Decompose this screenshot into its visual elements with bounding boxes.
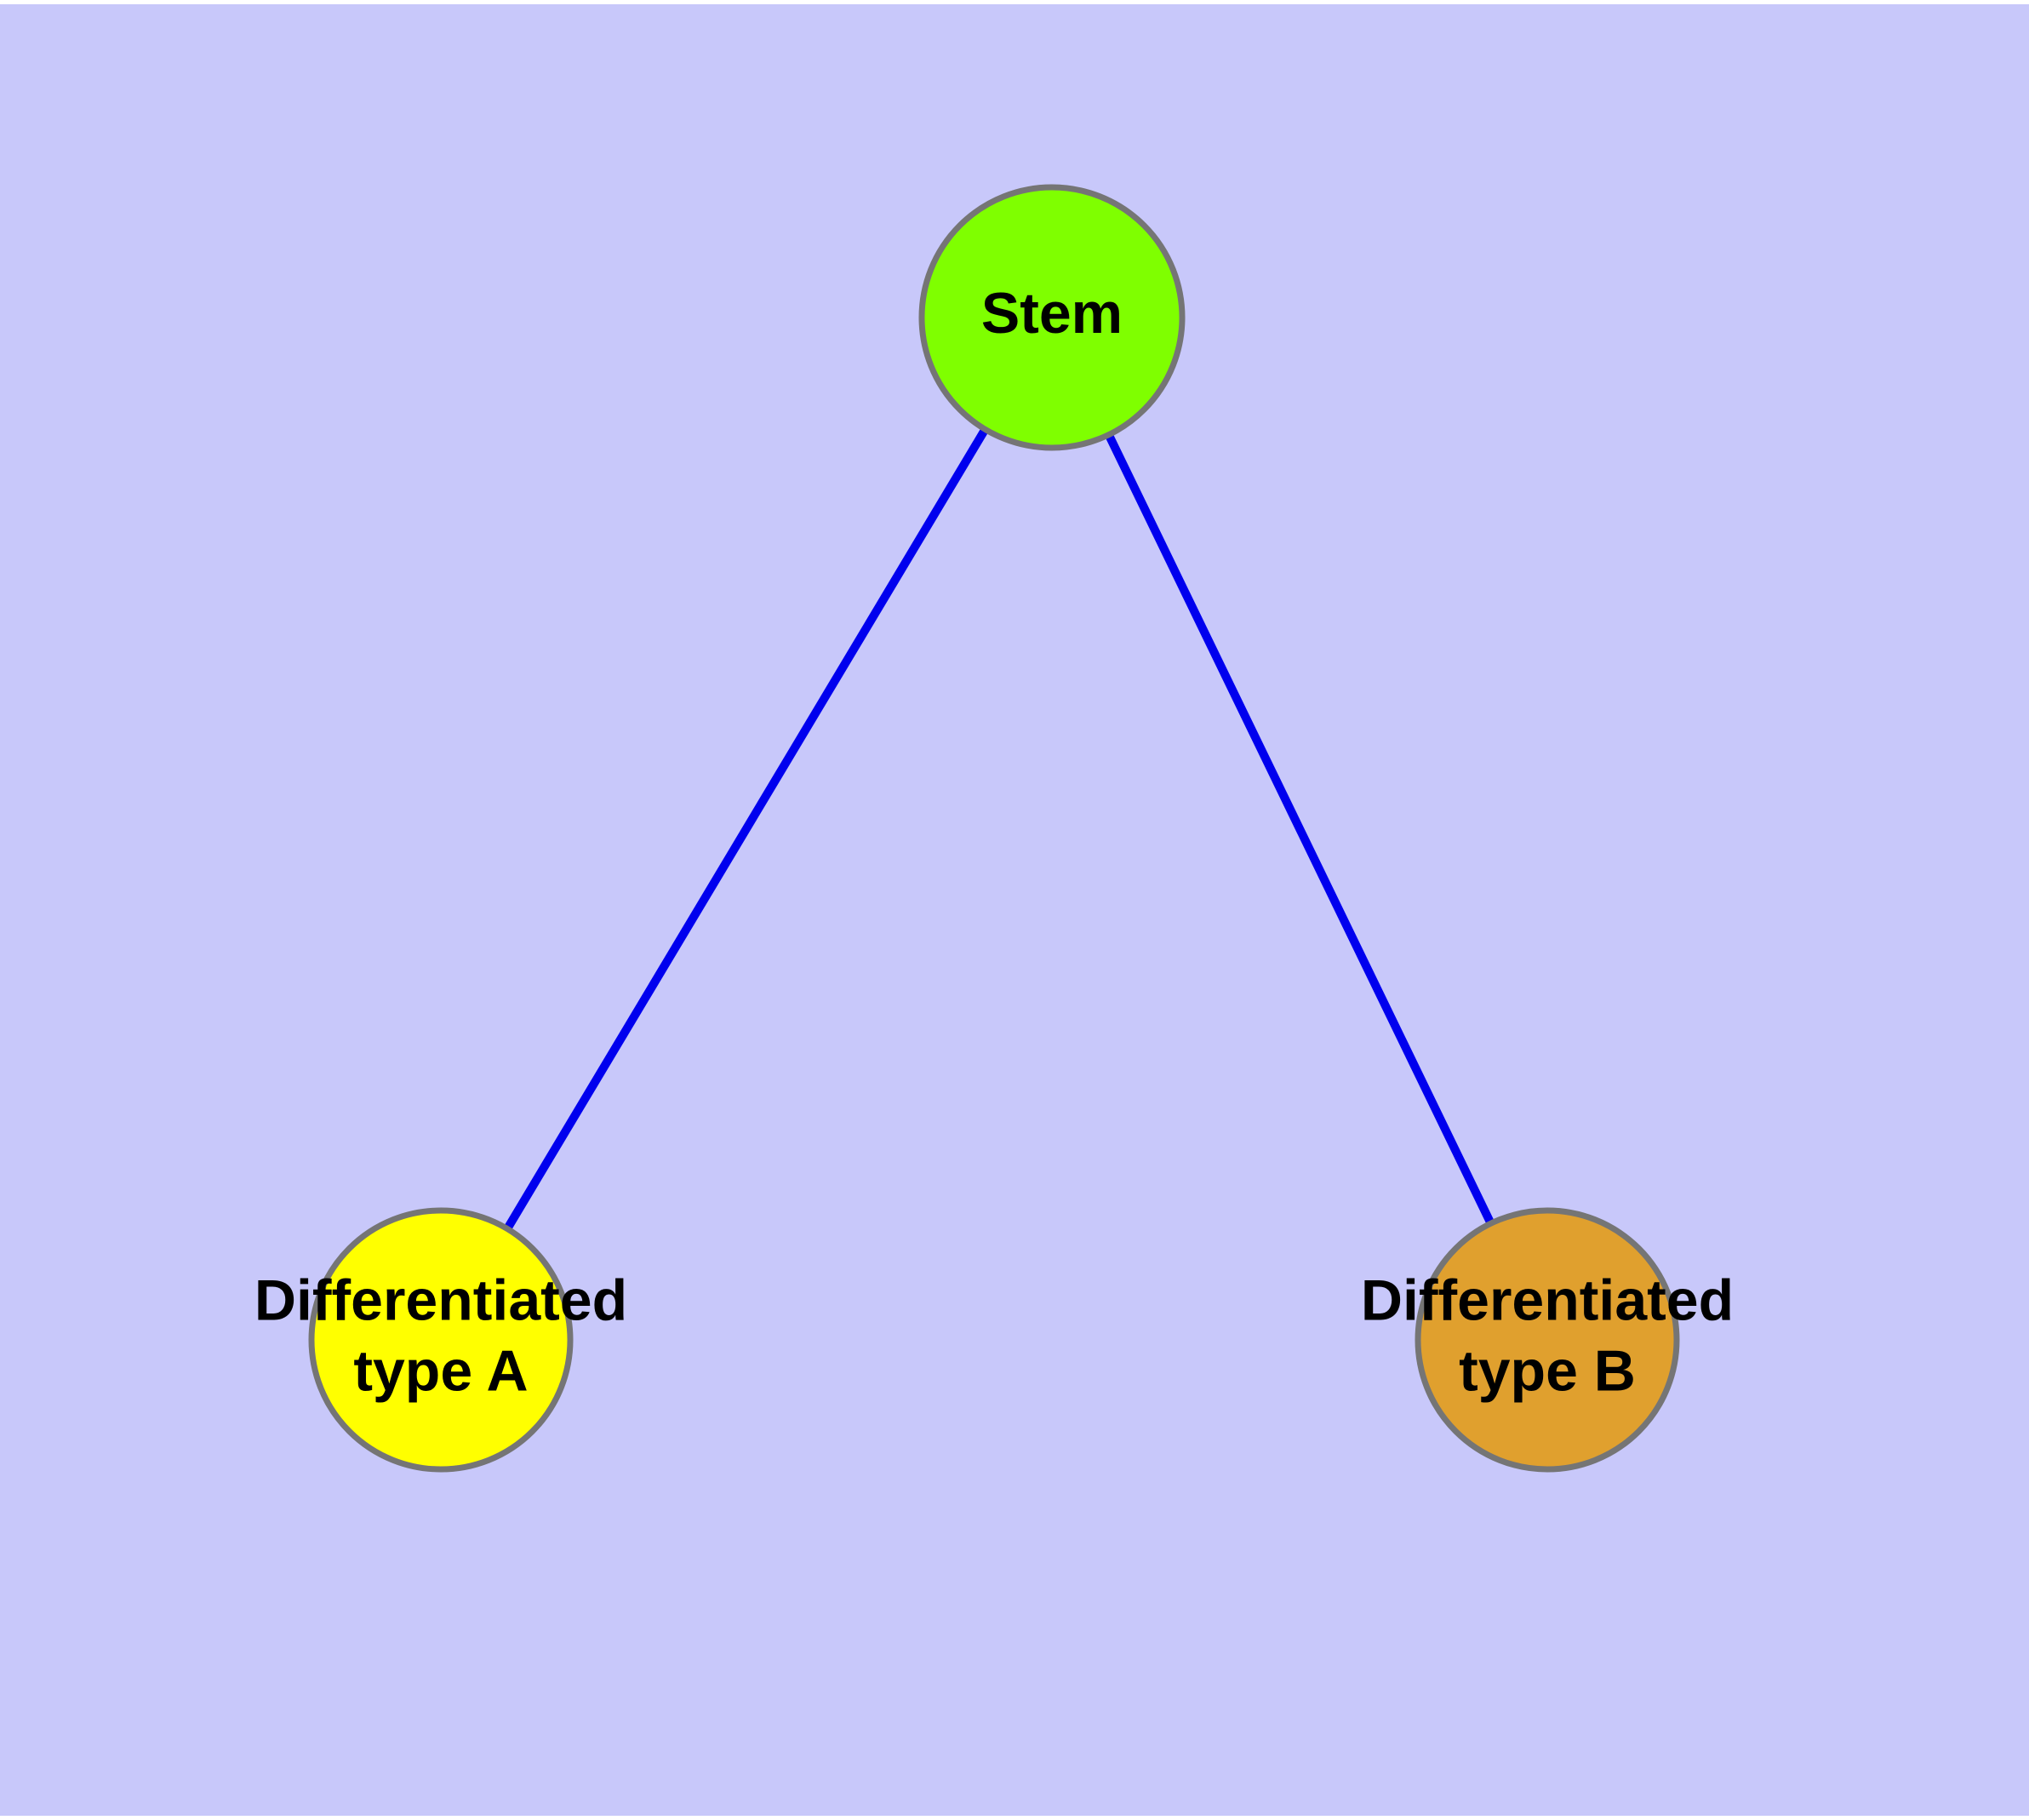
node-label-line: type A <box>353 1338 528 1403</box>
edges-group <box>502 426 1496 1233</box>
node-circle-stem[interactable] <box>918 184 1186 451</box>
node-label-line: Differentiated <box>254 1268 627 1332</box>
graph-node-stem[interactable] <box>918 184 1186 451</box>
node-circle-diff_a[interactable] <box>308 1207 574 1473</box>
node-label-stem: Stem <box>981 281 1123 346</box>
node-label-line: type B <box>1459 1338 1636 1403</box>
node-label-line: Stem <box>981 281 1123 346</box>
node-circle-diff_b[interactable] <box>1415 1207 1680 1473</box>
graph-edge-stem-to-diff_a[interactable] <box>502 426 990 1233</box>
graph-node-diff_a[interactable] <box>308 1207 574 1473</box>
graph-edge-stem-to-diff_b[interactable] <box>1104 431 1496 1228</box>
node-label-line: Differentiated <box>1361 1268 1734 1332</box>
graph-node-diff_b[interactable] <box>1415 1207 1680 1473</box>
